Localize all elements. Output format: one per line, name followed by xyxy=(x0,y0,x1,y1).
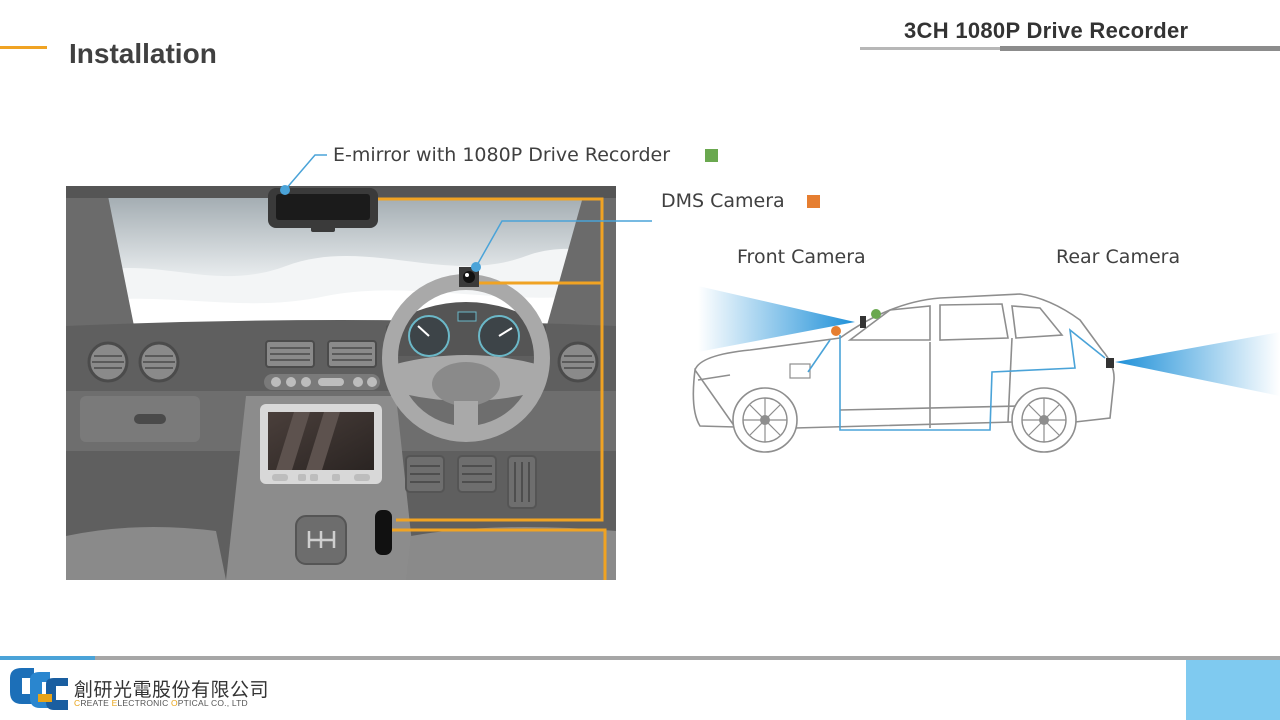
company-name-english: CREATE ELECTRONIC OPTICAL CO., LTD xyxy=(74,698,248,708)
footer-rule-accent xyxy=(0,656,95,660)
battery-icon xyxy=(789,363,811,379)
wiring-path xyxy=(378,197,607,580)
left-seat xyxy=(66,527,226,580)
dashcam-device xyxy=(375,510,392,555)
emirror-label: E-mirror with 1080P Drive Recorder xyxy=(333,144,671,166)
footer-accent-block xyxy=(1186,660,1280,720)
company-name-chinese: 創研光電股份有限公司 xyxy=(74,679,270,701)
page-title: Installation xyxy=(69,38,217,69)
dms-legend-square xyxy=(807,195,820,208)
dms-label: DMS Camera xyxy=(661,190,785,212)
front-camera-label: Front Camera xyxy=(737,246,866,268)
right-a-pillar xyxy=(544,186,616,346)
emirror-leader-line xyxy=(284,154,327,191)
rear-camera-device xyxy=(1106,358,1114,368)
dms-leader-line xyxy=(475,220,652,268)
title-accent-bar xyxy=(0,46,47,49)
front-camera-device xyxy=(860,316,866,328)
dms-camera-marker xyxy=(831,326,841,336)
callout-lines xyxy=(280,154,652,272)
front-wheel-icon xyxy=(732,387,798,453)
front-camera-beam xyxy=(698,286,855,352)
rear-camera-label: Rear Camera xyxy=(1056,246,1181,268)
header-rule-light xyxy=(860,47,1000,50)
right-seat xyxy=(406,527,616,580)
rear-wheel-icon xyxy=(1011,387,1077,453)
company-logo-icon xyxy=(10,668,68,710)
product-name: 3CH 1080P Drive Recorder xyxy=(904,18,1189,43)
car-interior-illustration xyxy=(66,186,616,580)
left-a-pillar xyxy=(66,186,136,346)
rear-camera-beam xyxy=(1115,332,1280,396)
car-side-illustration xyxy=(692,286,1280,453)
emirror-marker xyxy=(871,309,881,319)
emirror-legend-square xyxy=(705,149,718,162)
header-rule-dark xyxy=(1000,46,1280,51)
camera-wiring xyxy=(807,328,1106,431)
glovebox-handle xyxy=(134,414,166,424)
dms-marker-dot xyxy=(471,262,481,272)
footer-rule xyxy=(95,656,1280,660)
emirror-marker-dot xyxy=(280,185,290,195)
